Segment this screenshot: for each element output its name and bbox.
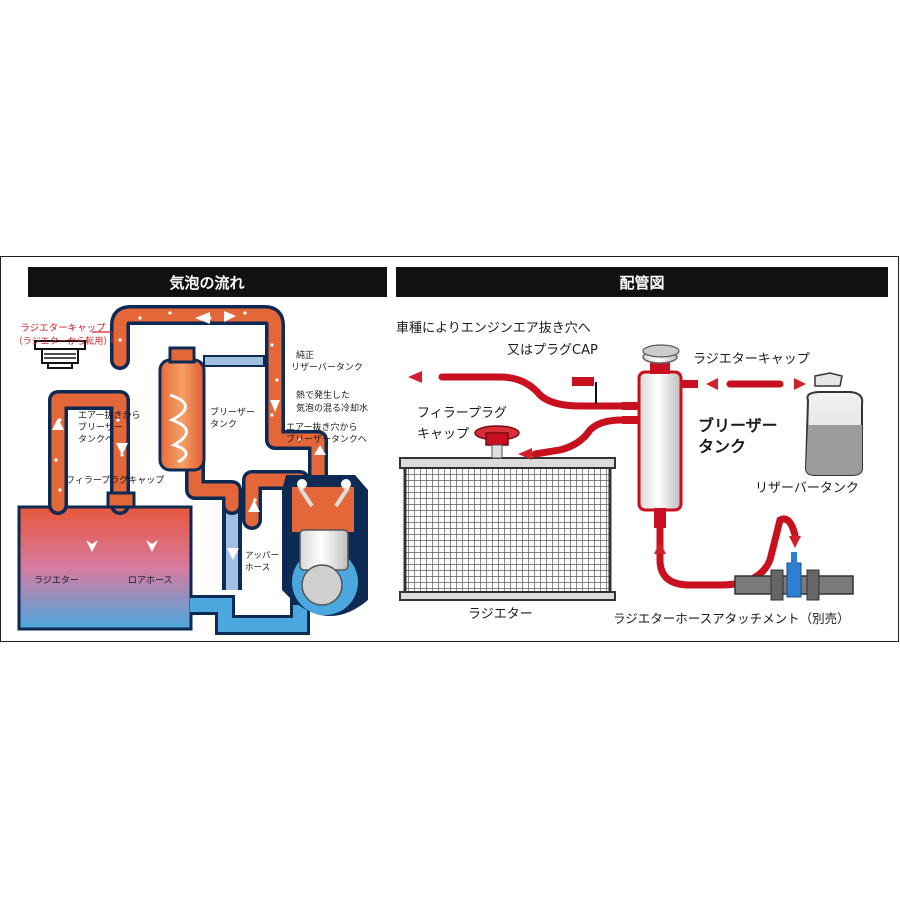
- reserve-tube-left: [203, 355, 265, 367]
- breather-tank-neck: [168, 346, 196, 364]
- label-reserve-tank: リザーバータンク: [755, 481, 859, 496]
- label-upper-2: ホース: [245, 563, 270, 573]
- breather-tank-right: [622, 350, 698, 528]
- label-vehicle-2: 又はプラグCAP: [507, 343, 598, 358]
- filler-plug-cap-right: [474, 425, 520, 459]
- radiator-core-right: [403, 463, 612, 597]
- label-breather-left-1: ブリーザー: [210, 406, 255, 418]
- bubble-hose-loop: [48, 305, 328, 530]
- plug-cap-block: [572, 377, 594, 386]
- reserve-tank: [804, 372, 864, 476]
- label-genuine-2: リザーバータンク: [291, 362, 363, 373]
- radiator-cap-right-icon: [642, 344, 680, 358]
- label-radiator-cap-2: （ラジエターから転用）: [14, 336, 113, 347]
- hose-attachment: [734, 552, 854, 601]
- lower-hose: [190, 598, 307, 632]
- diagram-frame: [0, 256, 899, 642]
- label-vehicle-1: 車種によりエンジンエア抜き穴へ: [396, 320, 591, 336]
- flow-arrows-left: [52, 311, 326, 612]
- label-breather-right-1: ブリーザー: [698, 416, 778, 435]
- label-breather-right-2: タンク: [698, 437, 746, 456]
- radiator-block: [17, 505, 193, 631]
- left-header-bar: [28, 267, 387, 297]
- left-header: 気泡の流れ: [169, 274, 244, 292]
- label-radiator-right: ラジエター: [468, 607, 533, 622]
- right-header-bar: [396, 267, 888, 297]
- label-lower-hose: ロアホース: [128, 575, 173, 586]
- label-air-left-3: タンクへ: [78, 434, 114, 445]
- label-filler-right-2: キャップ: [417, 427, 469, 442]
- radiator-bottom-tank: [399, 591, 616, 601]
- label-attachment: ラジエターホースアタッチメント（別売）: [613, 611, 850, 626]
- bubble-dots: [54, 311, 302, 502]
- label-radiator-cap-right: ラジエターキャップ: [693, 352, 810, 367]
- label-radiator-left: ラジエター: [34, 575, 79, 586]
- label-bubble-2: 気泡の混る冷却水: [296, 402, 368, 414]
- label-filler-cap-left: フィラープラグキャップ: [66, 474, 164, 486]
- label-bubble-1: 熱で発生した: [296, 389, 350, 401]
- right-header: 配管図: [619, 274, 664, 292]
- label-air-left-2: ブリーザー: [78, 421, 123, 433]
- radiator-cap-icon: [34, 340, 86, 369]
- label-breather-left-2: タンク: [210, 419, 237, 430]
- breather-swirl: [168, 393, 188, 464]
- label-air-hole-1: エアー抜き穴から: [286, 421, 357, 433]
- label-genuine-1: 純正: [296, 349, 314, 361]
- flow-arrows-right: [408, 371, 806, 554]
- label-filler-right-1: フィラープラグ: [417, 406, 507, 421]
- label-air-hole-2: ブリーザータンクへ: [286, 433, 367, 445]
- label-radiator-cap-1: ラジエターキャップ: [20, 323, 106, 334]
- filler-plug-cap-left: [106, 491, 136, 509]
- label-upper-1: アッパー: [245, 551, 279, 561]
- radiator-top-tank: [399, 457, 616, 469]
- label-air-left-1: エアー抜きから: [78, 409, 140, 421]
- engine-block: [282, 475, 368, 616]
